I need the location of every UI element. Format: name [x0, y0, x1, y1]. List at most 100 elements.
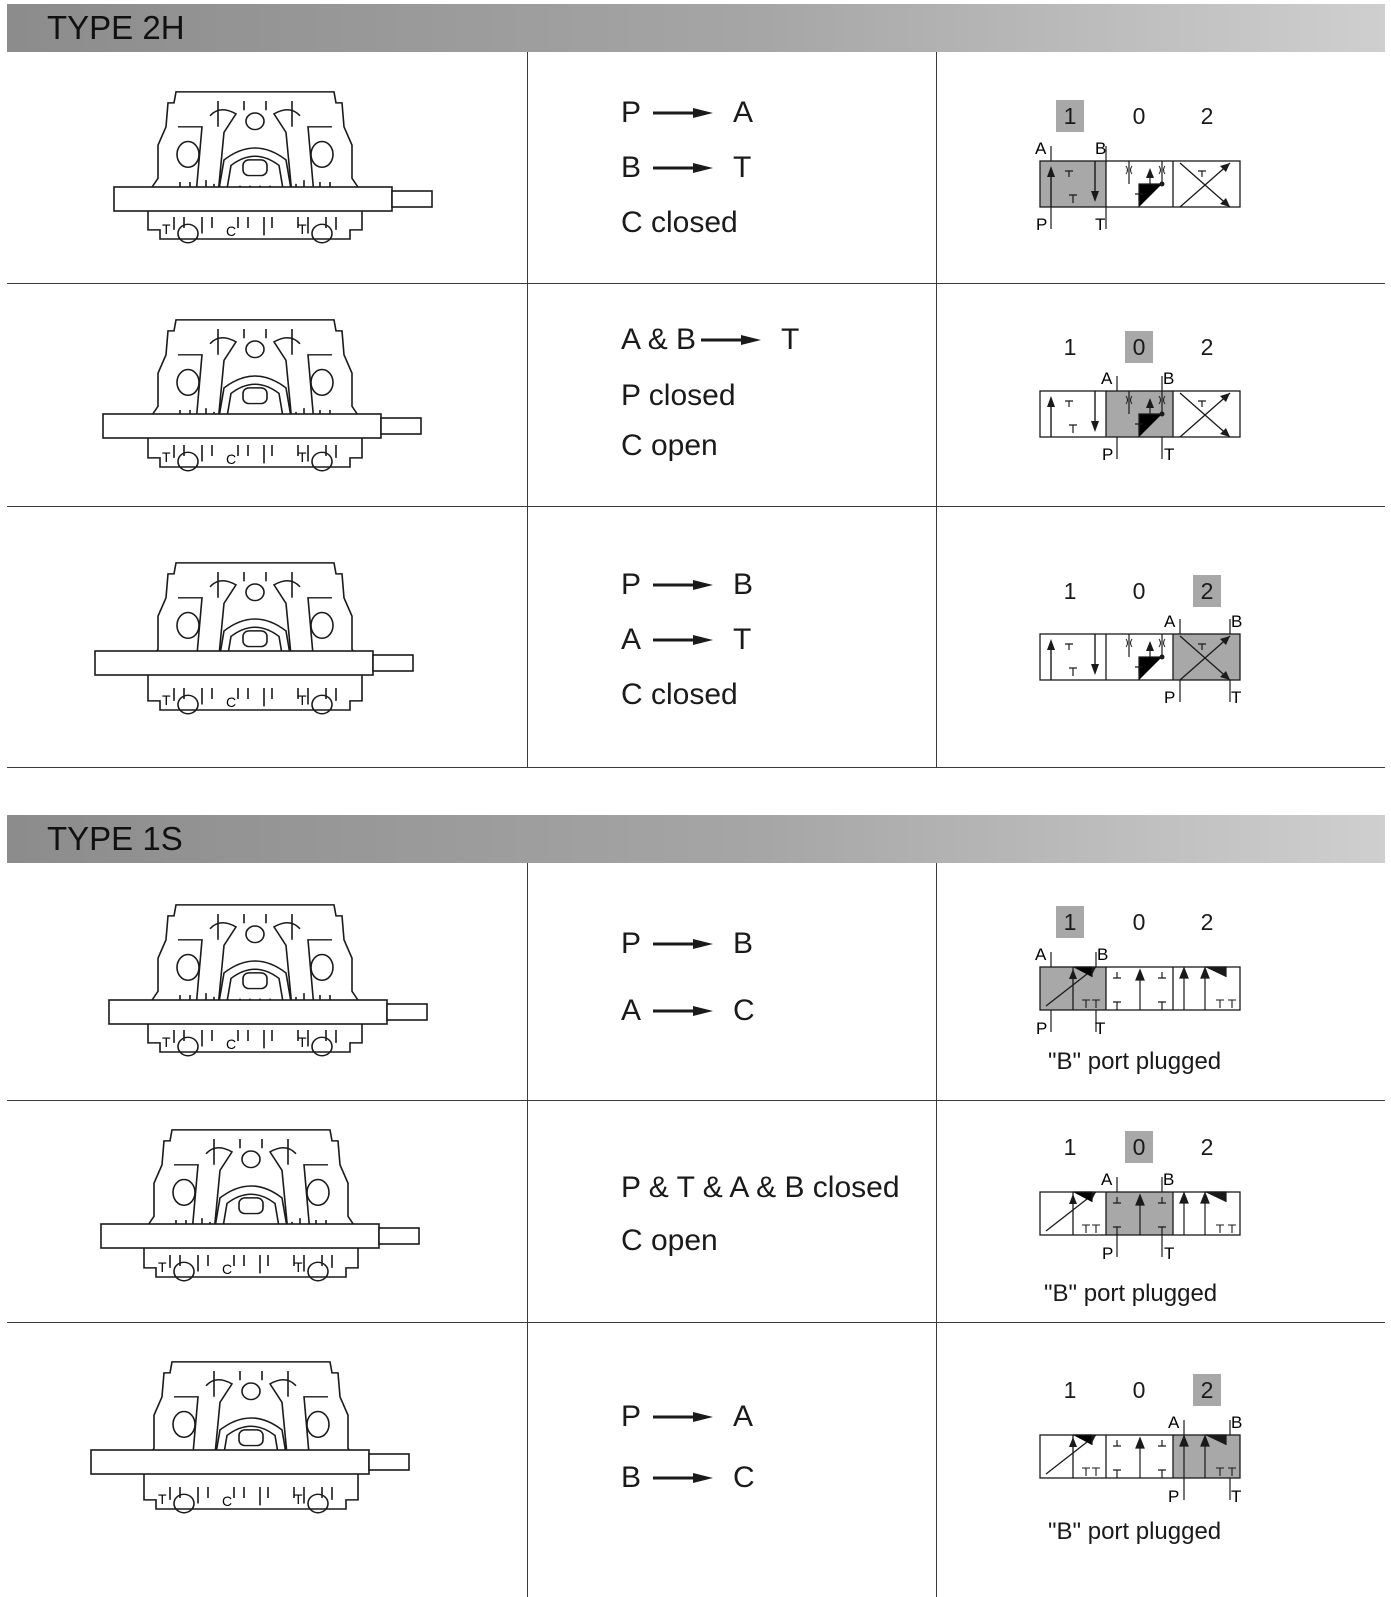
position-0: 0 — [1132, 1377, 1146, 1403]
row-divider — [7, 1322, 1385, 1323]
flow-note: P closed — [621, 379, 736, 412]
port-label-t: T — [162, 692, 171, 708]
arrow-right-icon — [653, 939, 713, 949]
section-title: TYPE 2H — [47, 9, 185, 46]
arrow-right-icon — [653, 1006, 713, 1016]
port-label-t: T — [294, 1491, 303, 1507]
flow-note: P & T & A & B closed — [621, 1171, 900, 1204]
valve-cross-section: T C T — [90, 1361, 410, 1514]
position-2-active: 2 — [1193, 1374, 1221, 1406]
section-header-type-1s: TYPE 1S — [7, 815, 1385, 863]
position-1-active: 1 — [1056, 100, 1084, 132]
flow-to: T — [733, 623, 752, 656]
valve-cross-section: T C T — [113, 91, 433, 244]
port-label-t: T — [158, 1259, 167, 1275]
position-0-active: 0 — [1125, 1131, 1153, 1163]
port-label-t: T — [298, 692, 307, 708]
flow-note: C closed — [621, 206, 738, 239]
section-header-type-2h: TYPE 2H — [7, 4, 1385, 52]
port-label-t: T — [294, 1259, 303, 1275]
arrow-right-icon — [701, 335, 761, 345]
position-1: 1 — [1063, 334, 1077, 360]
position-0: 0 — [1132, 103, 1146, 129]
port-label-b: B — [1163, 1170, 1174, 1189]
column-divider — [936, 863, 937, 1597]
port-label-b: B — [1231, 1413, 1242, 1432]
row-divider — [7, 767, 1385, 768]
arrow-right-icon — [653, 108, 713, 118]
arrow-right-icon — [653, 635, 713, 645]
port-label-t: T — [298, 449, 307, 465]
arrow-right-icon — [653, 163, 713, 173]
flow-from: P — [621, 568, 642, 601]
port-label-t: T — [298, 221, 307, 237]
port-label-c: C — [222, 1493, 232, 1509]
flow-to: C — [733, 1461, 755, 1494]
flow-from: P — [621, 927, 642, 960]
port-label-a: A — [1035, 139, 1047, 158]
port-label-a: A — [1101, 1170, 1113, 1189]
row-divider — [7, 1100, 1385, 1101]
flow-from: A — [621, 994, 642, 1027]
column-divider — [527, 52, 528, 768]
position-0: 0 — [1132, 909, 1146, 935]
flow-from: B — [621, 1461, 642, 1494]
port-label-p: P — [1168, 1487, 1179, 1506]
column-divider — [936, 52, 937, 768]
port-label-p: P — [1102, 1244, 1113, 1263]
flow-to: C — [733, 994, 755, 1027]
position-1: 1 — [1063, 578, 1077, 604]
flow-note: C closed — [621, 678, 738, 711]
port-label-t: T — [1231, 688, 1241, 707]
port-label-t: T — [1231, 1487, 1241, 1506]
hydraulic-symbol: A B P T — [1039, 1413, 1242, 1506]
flow-note: C open — [621, 429, 718, 462]
position-1-active: 1 — [1056, 906, 1084, 938]
port-label-b: B — [1097, 945, 1108, 964]
row-divider — [7, 283, 1385, 284]
flow-from: B — [621, 151, 642, 184]
port-label-b: B — [1231, 612, 1242, 631]
flow-to: B — [733, 927, 754, 960]
hydraulic-symbol: A B P T — [1035, 139, 1241, 234]
port-label-t: T — [1164, 445, 1174, 464]
flow-to: T — [781, 323, 800, 356]
section-title: TYPE 1S — [47, 820, 183, 857]
port-label-p: P — [1102, 445, 1113, 464]
hydraulic-symbol: A B P T — [1039, 1170, 1241, 1263]
port-label-t: T — [162, 449, 171, 465]
hydraulic-symbol: A B P T — [1039, 612, 1242, 707]
position-0-active: 0 — [1125, 331, 1153, 363]
position-1: 1 — [1063, 1377, 1077, 1403]
arrow-right-icon — [653, 580, 713, 590]
flow-from: A & B — [621, 323, 697, 356]
port-label-p: P — [1164, 688, 1175, 707]
flow-from: A — [621, 623, 642, 656]
valve-cross-section: T C T — [108, 904, 428, 1057]
port-label-t: T — [158, 1491, 167, 1507]
port-label-t: T — [1095, 1019, 1105, 1038]
position-0: 0 — [1132, 578, 1146, 604]
position-2: 2 — [1200, 334, 1214, 360]
port-plugged-note: "B" port plugged — [1044, 1280, 1218, 1307]
flow-note: C open — [621, 1224, 718, 1257]
port-label-t: T — [1164, 1244, 1174, 1263]
port-label-a: A — [1164, 612, 1176, 631]
flow-to: T — [733, 151, 752, 184]
port-label-c: C — [226, 223, 236, 239]
port-label-c: C — [222, 1261, 232, 1277]
port-label-c: C — [226, 694, 236, 710]
flow-from: P — [621, 1400, 642, 1433]
port-label-a: A — [1035, 945, 1047, 964]
valve-cross-section: T C T — [94, 562, 414, 715]
port-label-b: B — [1095, 139, 1106, 158]
position-2-active: 2 — [1193, 575, 1221, 607]
port-label-c: C — [226, 451, 236, 467]
position-2: 2 — [1200, 1134, 1214, 1160]
hydraulic-symbol: A B P T — [1035, 945, 1241, 1038]
hydraulic-symbol: A B P T — [1039, 369, 1241, 464]
port-label-a: A — [1168, 1413, 1180, 1432]
port-label-t: T — [1095, 215, 1105, 234]
flow-to: A — [733, 1400, 754, 1433]
arrow-right-icon — [653, 1412, 713, 1422]
